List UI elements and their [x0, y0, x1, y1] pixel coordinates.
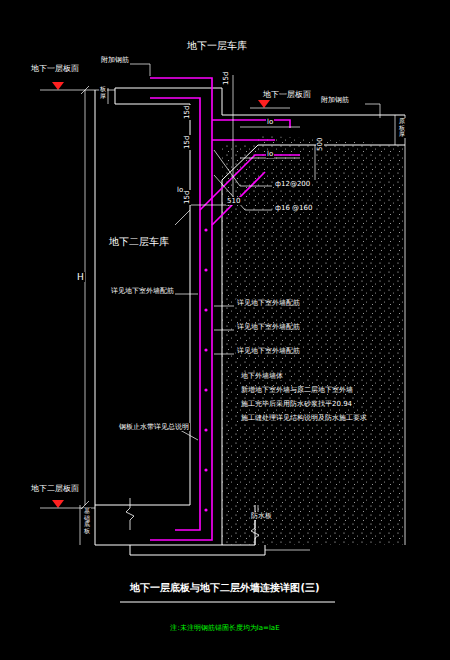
annotation-label: H [76, 272, 85, 282]
annotation-label: 地下二层板面 [30, 484, 80, 493]
annotation-label: 地下一层板面 [30, 64, 80, 73]
top-slab [115, 88, 222, 104]
haunch [222, 145, 258, 180]
dimension-label: 原板厚 [398, 118, 406, 138]
annotation-label: 新增地下室外墙与原二层地下室外墙 [240, 386, 354, 394]
annotation-label: 附加钢筋 [320, 96, 350, 104]
rebar-dots [204, 228, 207, 511]
soil-edge [405, 115, 406, 545]
title-underline [120, 602, 335, 603]
annotation-label: 510 [226, 197, 241, 205]
break-line [251, 520, 259, 545]
annotation-label: 地下外墙墙体 [240, 372, 284, 380]
break-line [126, 498, 134, 530]
annotation-label: 地下一层车库 [186, 40, 248, 52]
dimension-label: 500 [316, 137, 324, 152]
soil-fill [222, 135, 405, 545]
annotation-label: 防水板 [250, 512, 273, 520]
dimension-label: 板厚 [99, 86, 107, 99]
annotation-label: ф12@200 [274, 180, 311, 188]
annotation-label: 钢板止水带详见总说明 [118, 423, 190, 431]
annotation-label: 详见地下室外墙配筋 [236, 299, 301, 307]
annotation-label: lo [266, 118, 274, 126]
annotation-label: 详见地下室外墙配筋 [110, 287, 175, 295]
rebar [150, 78, 300, 540]
wall-outline [190, 104, 222, 545]
annotation-label: 施工缝处理详见结构说明及防水施工要求 [240, 414, 368, 422]
annotation-label: 施工完毕后采用防水砂浆找平20.94 [240, 400, 353, 408]
drawing-title: 地下一层底板与地下二层外墙连接详图(三) [129, 582, 320, 594]
annotation-label: 地下一层板面 [262, 90, 312, 99]
annotation-label: 详见地下室外墙配筋 [236, 347, 301, 355]
note-text: 注:未注明钢筋锚固长度均为la=laE [169, 624, 280, 632]
annotation-label: lo [266, 150, 274, 158]
annotation-label: 详见地下室外墙配筋 [236, 323, 301, 331]
dimension-label: 15d [183, 105, 191, 120]
dimension-label: 15d [183, 190, 191, 205]
right-slab [222, 88, 405, 145]
dimension-label: 15d [183, 135, 191, 150]
annotation-label: 附加钢筋 [100, 56, 130, 64]
dimension-label: 基础底板 [83, 508, 91, 534]
level-marker [52, 82, 270, 508]
base-line [265, 550, 310, 551]
annotation-label: 地下二层车库 [108, 236, 170, 248]
dimension-lines [80, 75, 395, 545]
annotation-label: ф16 @160 [274, 204, 313, 212]
interior-line [95, 90, 96, 505]
dimension-label: 15d [222, 71, 230, 86]
